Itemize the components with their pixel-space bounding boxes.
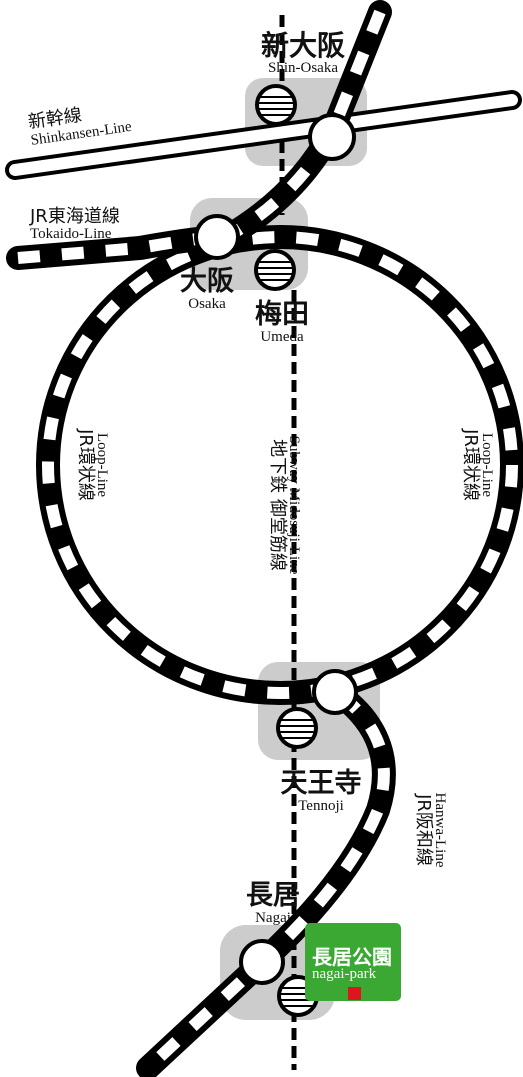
shinkansen-line (5, 90, 522, 180)
nagai-park-label: 長居公園 nagai-park (305, 923, 401, 1001)
loop-line-left-ja: JR環状線 (75, 428, 96, 501)
shinkansen-label: 新幹線 Shinkansen-Line (27, 105, 133, 149)
shin-osaka-name-ja: 新大阪 (261, 29, 345, 62)
nagai-park-name-en: nagai-park (312, 966, 377, 982)
midosuji-label-ja: 地下鉄 御堂筋線 (267, 439, 288, 571)
tokaido-label-en: Tokaido-Line (30, 226, 112, 242)
shin-osaka-name-en: Shin-Osaka (268, 60, 338, 76)
midosuji-label-en: Subway Midosuji-Line (286, 436, 302, 575)
jr-station-marker-osaka (194, 214, 240, 260)
hanwa-line (136, 683, 396, 1077)
loop-line-label-left: JR環状線 Loop-Line (75, 428, 110, 501)
hanwa-label: JR阪和線 Hanwa-Line (413, 793, 448, 868)
osaka-name-ja: 大阪 (180, 266, 234, 297)
umeda-name-en: Umeda (260, 329, 304, 345)
osaka-name-en: Osaka (188, 296, 226, 312)
nagai-park-marker (348, 987, 361, 1000)
tennoji-name-ja: 天王寺 (281, 768, 362, 799)
nagai-name-en: Nagai (255, 910, 291, 926)
nagai-name-ja: 長居 (246, 880, 300, 911)
subway-station-marker-umeda (254, 249, 296, 291)
midosuji-label: 地下鉄 御堂筋線 Subway Midosuji-Line (267, 436, 302, 575)
loop-line-right-ja: JR環状線 (460, 428, 481, 501)
jr-loop-line (36, 225, 523, 705)
tokaido-label-ja: JR東海道線 (29, 206, 120, 227)
loop-line-label-right: JR環状線 Loop-Line (460, 428, 495, 501)
umeda-name-ja: 梅田 (255, 299, 309, 330)
hanwa-label-en: Hanwa-Line (432, 793, 448, 868)
jr-station-marker-nagai (239, 939, 285, 985)
nagai-park-name-ja: 長居公園 (312, 945, 392, 969)
loop-line-left-en: Loop-Line (94, 433, 110, 497)
tennoji-name-en: Tennoji (298, 798, 344, 814)
jr-station-marker-shin-osaka (308, 113, 356, 161)
nagai-park-box (305, 923, 401, 1001)
loop-line-right-en: Loop-Line (479, 433, 495, 497)
subway-station-marker-tennoji (276, 707, 318, 749)
subway-station-marker-shin-osaka (255, 84, 297, 126)
jr-station-marker-tennoji (312, 669, 358, 715)
hanwa-label-ja: JR阪和線 (413, 793, 434, 866)
